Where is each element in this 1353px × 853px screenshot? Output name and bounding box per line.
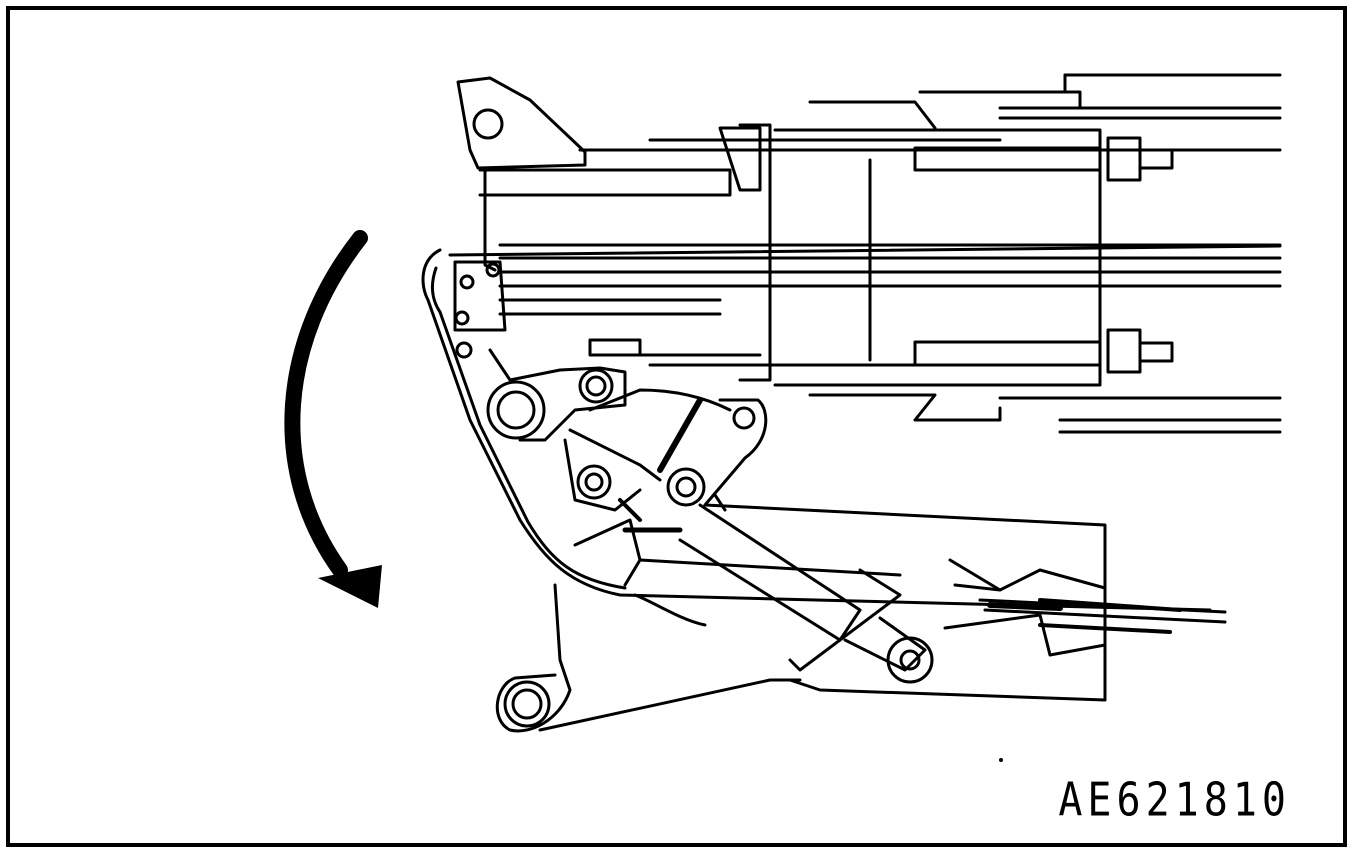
- pivot-lever: [486, 348, 768, 533]
- spring-strut: [573, 493, 934, 684]
- stray-mark: [999, 758, 1003, 762]
- figure-code-label: AE621810: [1058, 774, 1291, 827]
- adjuster-bolt-lower: [1106, 328, 1174, 374]
- curved-arrow-icon: [284, 230, 382, 608]
- cylinder-body: [478, 73, 1282, 434]
- upper-rods: [498, 243, 1282, 316]
- upper-bracket: [456, 76, 587, 272]
- adjuster-bolt-upper: [1106, 136, 1174, 182]
- bottom-mount: [495, 583, 802, 733]
- left-plate: [453, 260, 507, 359]
- cable-end: [943, 558, 1227, 657]
- figure-frame: [6, 6, 1347, 847]
- lower-plate: [633, 503, 1107, 702]
- housing: [421, 244, 1282, 612]
